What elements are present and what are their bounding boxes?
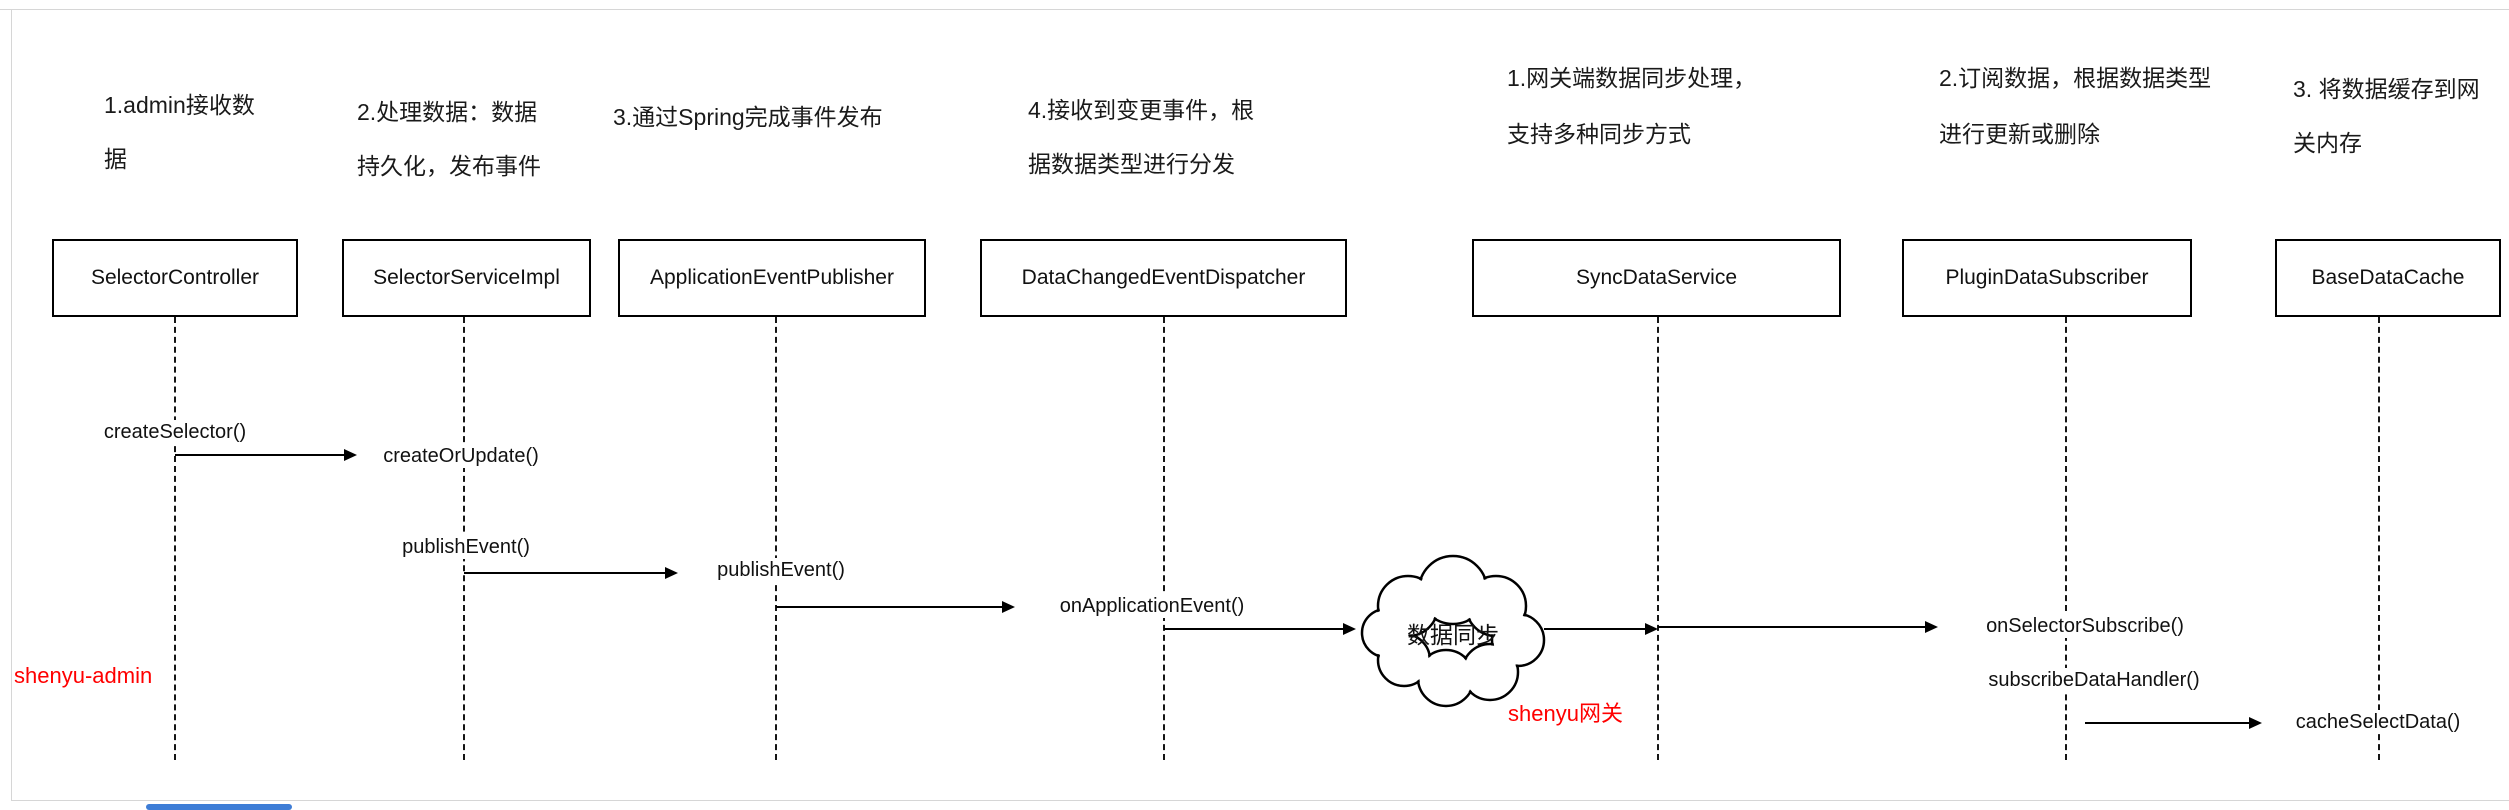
participant-data-changed-event-dispatcher: DataChangedEventDispatcher <box>980 239 1347 317</box>
arrow-publish-event-1 <box>464 567 678 579</box>
message-subscribe-data-handler: subscribeDataHandler() <box>1985 668 2203 692</box>
lifeline-application-event-publisher <box>775 317 777 760</box>
cloud-label: 数据同步 <box>1407 622 1499 648</box>
lifeline-sync-data-service <box>1657 317 1659 760</box>
message-publish-event-send: publishEvent() <box>399 535 533 559</box>
message-create-selector: createSelector() <box>100 420 250 444</box>
arrowhead-icon <box>1002 601 1015 613</box>
participant-selector-controller: SelectorController <box>52 239 298 317</box>
lifeline-selector-controller <box>174 317 176 760</box>
lifeline-data-changed-event-dispatcher <box>1163 317 1165 760</box>
arrowhead-icon <box>665 567 678 579</box>
note-gateway-sync: 1.网关端数据同步处理， 支持多种同步方式 <box>1507 65 1757 147</box>
participant-base-data-cache: BaseDataCache <box>2275 239 2501 317</box>
note-receive-change-event: 4.接收到变更事件，根 据数据类型进行分发 <box>1028 97 1255 177</box>
horizontal-scrollbar-thumb[interactable] <box>146 804 292 810</box>
arrowhead-icon <box>2249 717 2262 729</box>
message-on-application-event: onApplicationEvent() <box>1056 594 1248 618</box>
page-bottom-border <box>11 800 2509 801</box>
participant-selector-service-impl: SelectorServiceImpl <box>342 239 591 317</box>
message-on-selector-subscribe: onSelectorSubscribe() <box>1983 614 2187 638</box>
data-sync-cloud: 数据同步 <box>1360 554 1546 708</box>
participant-sync-data-service: SyncDataService <box>1472 239 1841 317</box>
arrow-dispatch-to-sync <box>1164 623 1356 635</box>
note-subscribe-data: 2.订阅数据，根据数据类型 进行更新或删除 <box>1939 65 2212 147</box>
arrowhead-icon <box>344 449 357 461</box>
lifeline-base-data-cache <box>2378 317 2380 760</box>
arrow-cloud-to-service <box>1544 623 1658 635</box>
page-left-border <box>11 9 12 801</box>
arrow-cache-select-data <box>2085 717 2262 729</box>
arrowhead-icon <box>1925 621 1938 633</box>
arrow-on-selector-subscribe <box>1658 621 1938 633</box>
note-process-data: 2.处理数据：数据 持久化，发布事件 <box>357 99 541 179</box>
arrow-create-selector <box>175 449 357 461</box>
participant-plugin-data-subscriber: PluginDataSubscriber <box>1902 239 2192 317</box>
arrow-publish-event-2 <box>776 601 1015 613</box>
message-publish-event-receive: publishEvent() <box>714 558 848 582</box>
lifeline-plugin-data-subscriber <box>2065 317 2067 760</box>
note-admin-receive-data: 1.admin接收数 据 <box>104 92 255 172</box>
zone-label-shenyu-admin: shenyu-admin <box>14 663 153 688</box>
arrowhead-icon <box>1343 623 1356 635</box>
message-create-or-update: createOrUpdate() <box>380 444 542 468</box>
participant-application-event-publisher: ApplicationEventPublisher <box>618 239 926 317</box>
arrowhead-icon <box>1645 623 1658 635</box>
page-top-border <box>0 9 2509 10</box>
message-cache-select-data: cacheSelectData() <box>2292 710 2464 734</box>
zone-label-shenyu-gateway: shenyu网关 <box>1508 701 1623 726</box>
note-cache-to-memory: 3. 将数据缓存到网 关内存 <box>2293 76 2480 156</box>
note-spring-publish: 3.通过Spring完成事件发布 <box>613 104 883 130</box>
